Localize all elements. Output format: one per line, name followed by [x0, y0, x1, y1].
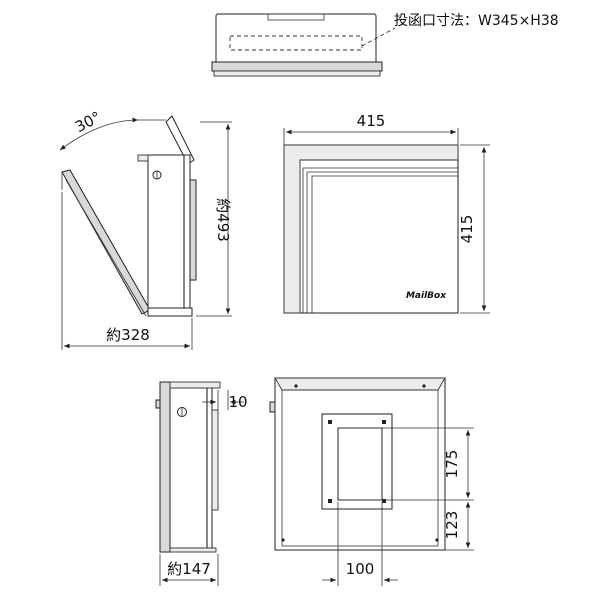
front-width-label: 415: [357, 112, 386, 130]
angle-label: 30°: [72, 108, 104, 136]
plate-height-label: 175: [443, 450, 461, 479]
top-view: 投函口寸法：W345×H38: [211, 13, 559, 77]
front-height-label: 415: [458, 215, 476, 244]
brand-logo: MailBox: [406, 291, 447, 301]
side-depth-label: 約147: [167, 560, 211, 578]
slot-size-label: 投函口寸法：W345×H38: [394, 13, 559, 29]
plate-width-label: 100: [346, 560, 375, 578]
rear-offset-label: 10: [228, 393, 247, 411]
open-depth-label: 約328: [106, 326, 150, 344]
side-view-closed: 10 約147: [155, 381, 248, 586]
plate-bottom-label: 123: [443, 511, 461, 540]
front-view: 415 MailBox 415: [283, 112, 490, 314]
side-height-label: 約493: [214, 198, 232, 242]
back-view: 175 123 100: [269, 377, 474, 586]
side-view-open: 30° 約493 約328: [59, 108, 232, 350]
